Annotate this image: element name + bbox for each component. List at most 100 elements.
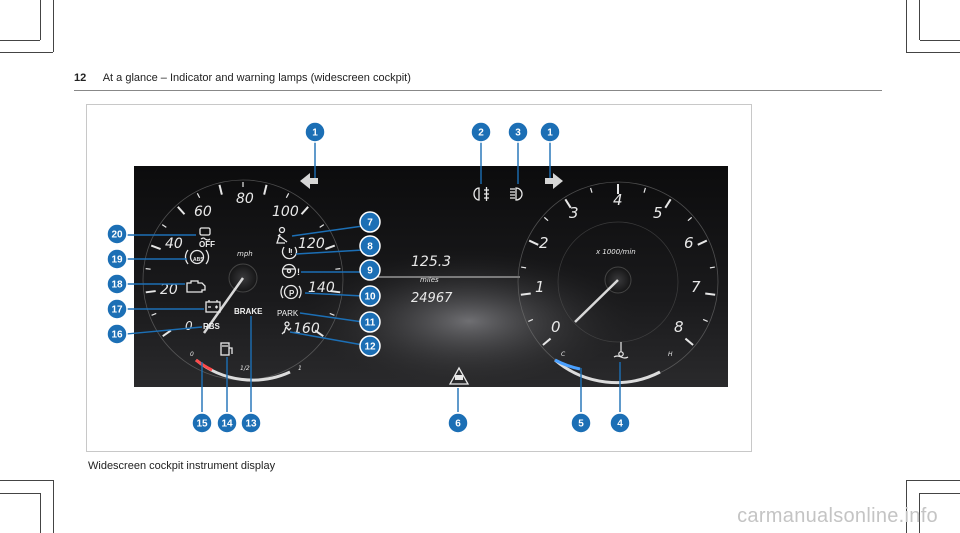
rpm-unit: x 1000/min bbox=[595, 248, 636, 256]
callout-marker bbox=[507, 121, 529, 143]
speed-tick-label: 80 bbox=[236, 191, 254, 207]
rpm-tick-label: 5 bbox=[653, 204, 663, 222]
engine-check-icon bbox=[186, 280, 206, 293]
dial-tick bbox=[542, 337, 552, 346]
speed-tick-label: 100 bbox=[272, 204, 299, 220]
dial-tick bbox=[335, 268, 341, 270]
callout-number: 12 bbox=[364, 342, 376, 353]
callout-number: 5 bbox=[578, 419, 584, 430]
callout-marker bbox=[216, 412, 238, 434]
rpm-tick-label: 8 bbox=[674, 318, 684, 336]
callout-number: 3 bbox=[515, 128, 521, 139]
dial-tick bbox=[543, 216, 549, 222]
callout-number: 18 bbox=[111, 280, 123, 291]
crop-mark bbox=[919, 0, 920, 40]
crop-mark bbox=[0, 480, 53, 481]
dial-tick bbox=[151, 312, 157, 316]
tachometer bbox=[517, 181, 719, 385]
dial-tick bbox=[705, 292, 716, 296]
rpm-tick-label: 4 bbox=[613, 191, 623, 209]
callout-number: 10 bbox=[364, 292, 376, 303]
callout-number: 1 bbox=[312, 128, 318, 139]
page-title: At a glance – Indicator and warning lamp… bbox=[102, 72, 411, 84]
watermark: carmanualsonline.info bbox=[737, 505, 938, 527]
crop-mark bbox=[920, 40, 960, 41]
pedestrian-icon bbox=[281, 321, 292, 335]
callout-number: 2 bbox=[478, 128, 484, 139]
speed-tick-label: 0 bbox=[185, 319, 193, 333]
crop-mark bbox=[40, 0, 41, 40]
callout-marker bbox=[106, 248, 128, 270]
turn-signal-left-icon bbox=[300, 173, 318, 189]
callout-marker bbox=[106, 323, 128, 345]
crop-mark bbox=[920, 493, 960, 494]
callout-number: 11 bbox=[365, 318, 376, 329]
callout-marker bbox=[359, 285, 381, 307]
dial-tick bbox=[177, 206, 186, 215]
fuel-pump-icon bbox=[220, 342, 233, 356]
speed-tick-label: 40 bbox=[165, 236, 183, 252]
speed-tick-label: 60 bbox=[194, 204, 212, 220]
callout-number: 16 bbox=[111, 330, 123, 341]
trip-distance: 125.3 bbox=[411, 254, 451, 270]
callout-marker bbox=[240, 412, 262, 434]
low-beam-icon bbox=[510, 187, 523, 201]
callout-number: 14 bbox=[221, 419, 233, 430]
crop-mark bbox=[906, 52, 960, 53]
dial-tick bbox=[521, 266, 527, 269]
callout-number: 4 bbox=[617, 419, 623, 430]
crop-mark bbox=[906, 480, 907, 533]
rbs-label: RBS bbox=[203, 322, 221, 331]
callout-number: 7 bbox=[367, 218, 373, 229]
speedometer bbox=[142, 179, 344, 382]
collision-warning-icon bbox=[448, 366, 470, 385]
parking-brake-icon bbox=[280, 284, 302, 300]
dial-tick bbox=[697, 239, 708, 246]
rpm-tick-label: 7 bbox=[691, 278, 701, 296]
dial-tick bbox=[300, 206, 309, 215]
dial-tick bbox=[564, 198, 572, 209]
page-header: 12 At a glance – Indicator and warning l… bbox=[74, 72, 411, 84]
callout-number: 15 bbox=[196, 419, 208, 430]
dial-tick bbox=[684, 337, 694, 346]
callout-marker bbox=[191, 412, 213, 434]
fuel-label: 1 bbox=[298, 365, 302, 372]
dial-tick bbox=[145, 268, 151, 270]
dial-tick bbox=[150, 244, 161, 251]
callout-marker bbox=[570, 412, 592, 434]
crop-mark bbox=[53, 0, 54, 52]
dial-tick bbox=[285, 193, 290, 198]
dial-tick bbox=[702, 318, 708, 323]
battery-icon bbox=[205, 300, 221, 313]
callout-number: 1 bbox=[547, 128, 553, 139]
center-glow bbox=[260, 225, 640, 385]
speed-tick-label: 140 bbox=[308, 280, 335, 296]
dial-tick bbox=[664, 198, 672, 209]
callout-number: 20 bbox=[111, 230, 123, 241]
dial-tick bbox=[528, 318, 534, 323]
crop-mark bbox=[906, 480, 960, 481]
dial-tick bbox=[161, 224, 167, 228]
speed-unit: mph bbox=[237, 250, 253, 258]
rpm-tick-label: 3 bbox=[569, 204, 579, 222]
callout-marker bbox=[470, 121, 492, 143]
page-number: 12 bbox=[74, 72, 87, 84]
callout-marker bbox=[609, 412, 631, 434]
dial-tick bbox=[196, 193, 201, 198]
callout-number: 13 bbox=[245, 419, 257, 430]
abs-icon bbox=[184, 249, 210, 265]
callout-marker bbox=[304, 121, 326, 143]
dial-tick bbox=[643, 187, 646, 193]
tire-pressure-mark: ! bbox=[290, 248, 293, 257]
callout-marker bbox=[106, 273, 128, 295]
speed-tick-label: 120 bbox=[298, 236, 325, 252]
fuel-label: 0 bbox=[190, 351, 194, 358]
figure-frame bbox=[86, 104, 752, 452]
rpm-tick-label: 6 bbox=[684, 234, 694, 252]
esp-off-label: OFF bbox=[199, 240, 215, 249]
callout-marker bbox=[359, 235, 381, 257]
distance-unit: miles bbox=[420, 276, 439, 284]
parking-brake-icon-text: P bbox=[289, 289, 295, 298]
